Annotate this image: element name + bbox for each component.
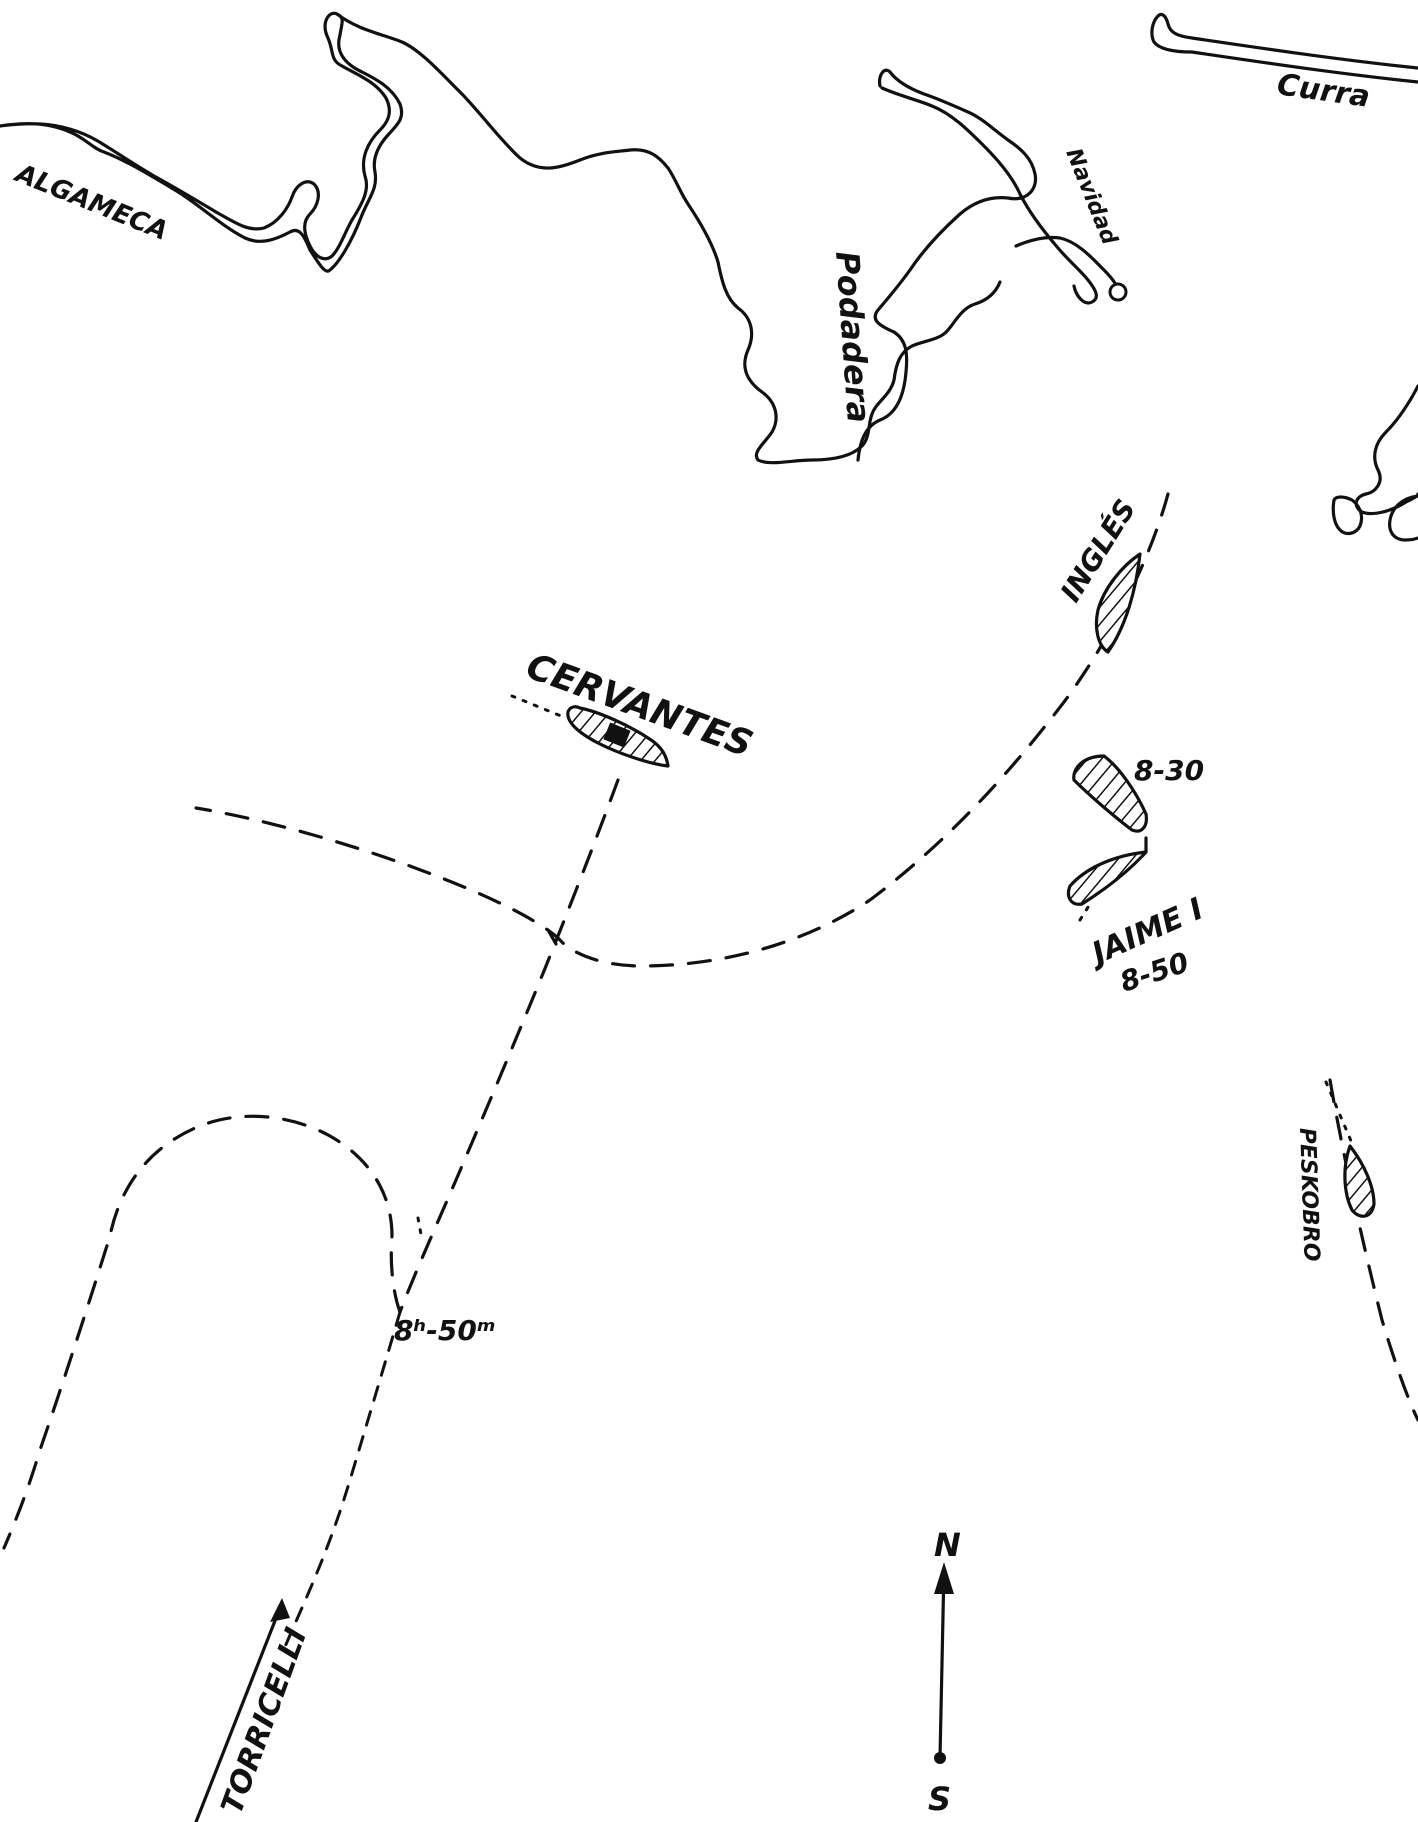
tracks [2, 492, 1418, 1822]
coast-podadera-inner [856, 68, 1038, 462]
crossing-mark [546, 928, 558, 946]
jaime-wake [1078, 902, 1092, 922]
coast-algameca [0, 11, 404, 273]
track-ingles [194, 492, 1170, 968]
ship-jaime-830 [1072, 754, 1148, 833]
cervantes-wake [510, 694, 568, 720]
label-ship-peskobro: PESKOBRO [1294, 1127, 1324, 1262]
peskobro-wake [1324, 1080, 1356, 1150]
ship-peskobro [1343, 1144, 1376, 1218]
label-navidad: Navidad [1060, 145, 1121, 249]
coastline [0, 11, 1418, 542]
label-ship-torricelli: TORRICELLI [215, 1623, 315, 1818]
coast-right [1354, 384, 1418, 516]
torricelli-wake [416, 1216, 424, 1242]
compass [934, 1562, 954, 1764]
labels: ALGAMECA Curra Navidad Podadera CERVANTE… [10, 67, 1373, 1818]
ships [566, 282, 1376, 1218]
navidad-lighthouse [1108, 282, 1128, 302]
label-time-850-torricelli: 8ʰ-50ᵐ [394, 1314, 495, 1347]
label-compass-south: S [928, 1780, 951, 1818]
track-cervantes [398, 778, 620, 1314]
torricelli-track-arrow [194, 1606, 282, 1822]
coast-podadera [335, 12, 1002, 465]
compass-base [934, 1752, 946, 1764]
compass-shaft [938, 1566, 946, 1760]
label-compass-north: N [934, 1526, 961, 1564]
track-torricelli-loop [2, 1114, 402, 1550]
torricelli-arrow-head [270, 1598, 290, 1622]
ship-ingles [1094, 552, 1142, 654]
compass-arrow-head [934, 1562, 954, 1594]
ship-jaime-850 [1066, 850, 1148, 906]
label-time-830: 8-30 [1134, 754, 1204, 787]
coast-navidad [880, 86, 1098, 305]
islet-right [1331, 495, 1364, 536]
breakwater-curra [1150, 12, 1418, 84]
ship-cervantes [566, 705, 670, 768]
track-torricelli [280, 1310, 402, 1656]
label-podadera: Podadera [828, 250, 878, 424]
islet-right-2 [1388, 494, 1418, 542]
track-peskobro [1328, 1078, 1418, 1422]
breakwater-navidad [1014, 235, 1122, 296]
